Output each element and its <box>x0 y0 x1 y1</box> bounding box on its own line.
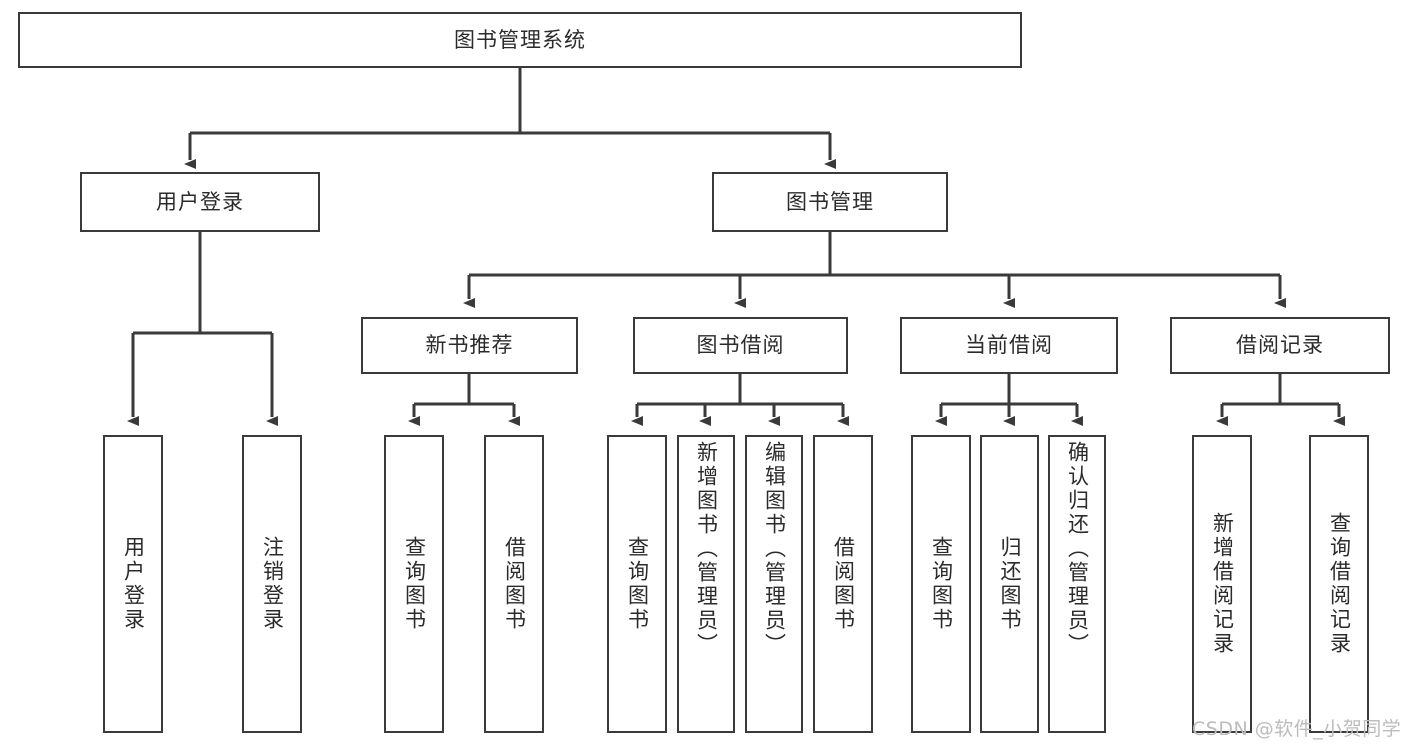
node-label: 新增图书（管理员） <box>694 441 719 657</box>
node-label: 图书管理 <box>786 189 874 214</box>
node-book-management[interactable]: 图书管理 <box>712 172 948 232</box>
node-current-borrow[interactable]: 当前借阅 <box>900 317 1118 374</box>
leaf-current-borrow-query-book[interactable]: 查询图书 <box>911 435 971 733</box>
node-root-book-management-system[interactable]: 图书管理系统 <box>18 12 1022 68</box>
leaf-borrow-record-query-record[interactable]: 查询借阅记录 <box>1309 435 1369 733</box>
node-user-login[interactable]: 用户登录 <box>80 172 320 232</box>
node-label: 新增借阅记录 <box>1210 512 1235 656</box>
leaf-user-login-logout[interactable]: 注销登录 <box>242 435 302 733</box>
leaf-new-book-borrow-book[interactable]: 借阅图书 <box>484 435 544 733</box>
node-label: 查询图书 <box>625 536 650 632</box>
node-label: 查询图书 <box>402 536 427 632</box>
leaf-borrow-record-add-record[interactable]: 新增借阅记录 <box>1192 435 1252 733</box>
node-label: 查询借阅记录 <box>1327 512 1352 656</box>
node-label: 图书借阅 <box>696 333 785 358</box>
leaf-book-borrow-add-book-admin[interactable]: 新增图书（管理员） <box>677 435 735 733</box>
csdn-watermark: CSDN @软件_小贺同学 <box>1192 718 1402 740</box>
node-borrow-record[interactable]: 借阅记录 <box>1170 317 1390 374</box>
node-book-borrow[interactable]: 图书借阅 <box>633 317 848 374</box>
node-label: 归还图书 <box>998 536 1022 632</box>
node-label: 借阅图书 <box>831 536 856 632</box>
leaf-book-borrow-query-book[interactable]: 查询图书 <box>607 435 667 733</box>
node-label: 借阅图书 <box>502 536 527 632</box>
leaf-book-borrow-edit-book-admin[interactable]: 编辑图书（管理员） <box>745 435 803 733</box>
node-label: 图书管理系统 <box>454 27 586 52</box>
node-label: 当前借阅 <box>965 333 1053 358</box>
leaf-current-borrow-confirm-return-admin[interactable]: 确认归还（管理员） <box>1048 435 1106 733</box>
node-label: 注销登录 <box>260 536 285 632</box>
node-new-book-recommend[interactable]: 新书推荐 <box>361 317 578 374</box>
node-label: 确认归还（管理员） <box>1065 441 1090 657</box>
leaf-new-book-query-book[interactable]: 查询图书 <box>384 435 444 733</box>
node-label: 借阅记录 <box>1236 333 1324 358</box>
node-label: 用户登录 <box>121 536 146 632</box>
node-label: 新书推荐 <box>425 333 514 358</box>
leaf-book-borrow-borrow-book[interactable]: 借阅图书 <box>813 435 873 733</box>
node-label: 用户登录 <box>156 189 244 214</box>
node-label: 查询图书 <box>929 536 954 632</box>
node-label: 编辑图书（管理员） <box>762 441 787 657</box>
leaf-user-login-login[interactable]: 用户登录 <box>103 435 163 733</box>
leaf-current-borrow-return-book[interactable]: 归还图书 <box>980 435 1039 733</box>
